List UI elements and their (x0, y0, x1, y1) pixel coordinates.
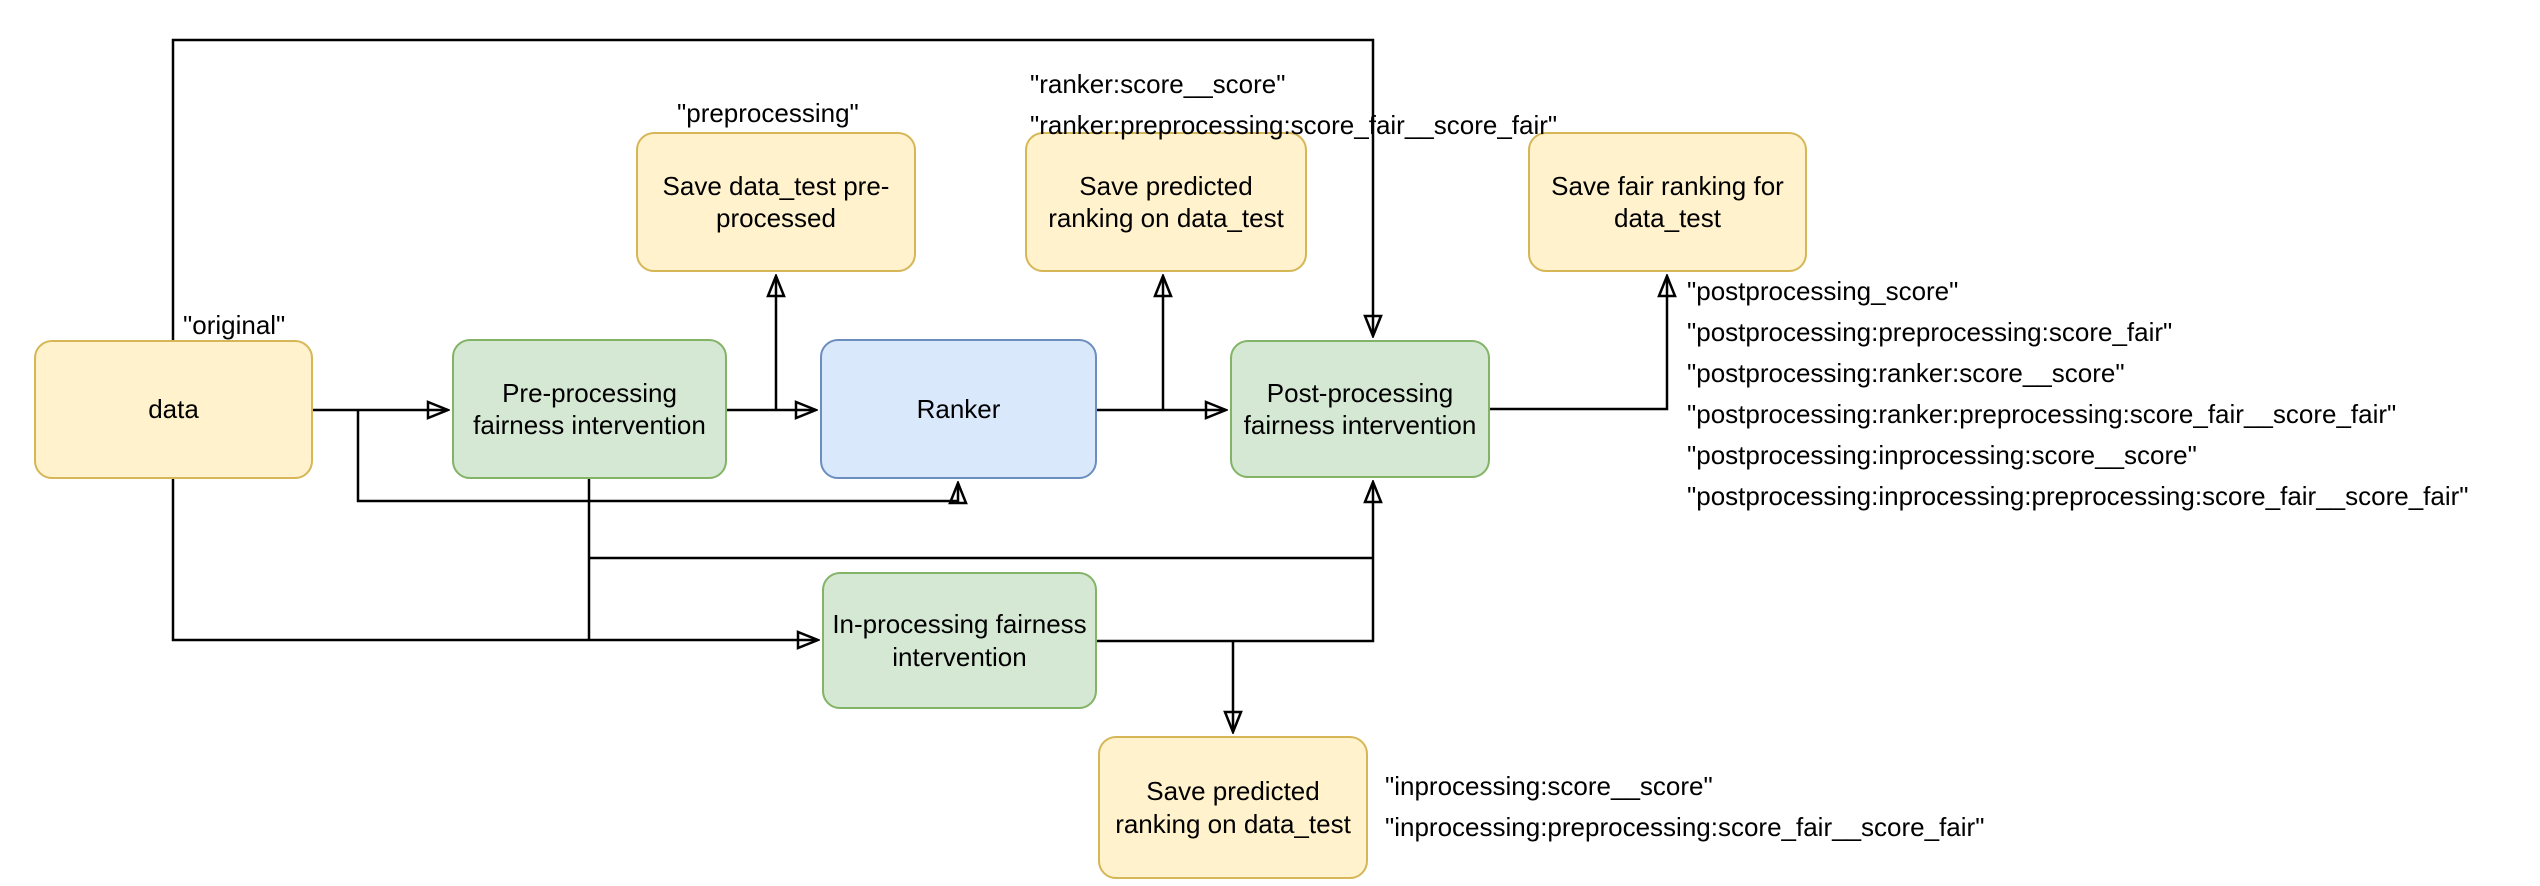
annotation-ranker-tags: "ranker:score__score" "ranker:preprocess… (1030, 64, 1557, 146)
edge-data-to-postprocessing-top (171, 38, 1373, 340)
node-data-label: data (148, 394, 199, 425)
annotation-postprocessing-tag-line: "postprocessing:inprocessing:score__scor… (1687, 440, 2197, 470)
node-save-datatest-preprocessed-label: Save data_test pre- processed (662, 170, 890, 234)
node-preprocessing: Pre-processing fairness intervention (452, 339, 727, 479)
node-save-datatest-preprocessed: Save data_test pre- processed (636, 132, 916, 272)
node-inprocessing-label: In-processing fairness intervention (832, 609, 1087, 672)
annotation-inprocessing-tag-line: "inprocessing:score__score" (1385, 771, 1713, 801)
annotation-postprocessing-tag-line: "postprocessing:preprocessing:score_fair… (1687, 317, 2173, 347)
node-postprocessing-label: Post-processing fairness intervention (1243, 377, 1477, 441)
annotation-original: "original" (183, 310, 286, 340)
node-save-predicted-bottom-label: Save predicted ranking on data_test (1115, 776, 1351, 839)
annotation-ranker-tag-line: "ranker:score__score" (1030, 69, 1286, 99)
annotation-postprocessing-tags: "postprocessing_score" "postprocessing:p… (1687, 271, 2469, 517)
annotation-postprocessing-tag-line: "postprocessing:ranker:score__score" (1687, 358, 2125, 388)
node-save-predicted-top-label: Save predicted ranking on data_test (1048, 170, 1284, 234)
node-ranker: Ranker (820, 339, 1097, 479)
edge-data-to-ranker-bottom (356, 410, 958, 501)
annotation-preprocessing-tag: "preprocessing" (677, 98, 859, 128)
annotation-inprocessing-tag-line: "inprocessing:preprocessing:score_fair__… (1385, 812, 1985, 842)
edge-postprocessing-to-save-fair (1490, 276, 1667, 411)
node-ranker-label: Ranker (916, 393, 1001, 424)
node-preprocessing-label: Pre-processing fairness intervention (473, 377, 706, 441)
edge-data-to-inprocessing (171, 479, 818, 640)
annotation-postprocessing-tag-line: "postprocessing_score" (1687, 276, 1959, 306)
annotation-postprocessing-tag-line: "postprocessing:inprocessing:preprocessi… (1687, 481, 2469, 511)
node-postprocessing: Post-processing fairness intervention (1230, 340, 1490, 478)
node-inprocessing: In-processing fairness intervention (822, 572, 1097, 709)
annotation-inprocessing-tags: "inprocessing:score__score" "inprocessin… (1385, 766, 1984, 848)
annotation-postprocessing-tag-line: "postprocessing:ranker:preprocessing:sco… (1687, 399, 2397, 429)
node-save-predicted-top: Save predicted ranking on data_test (1025, 132, 1307, 272)
node-save-fair-ranking-label: Save fair ranking for data_test (1551, 170, 1784, 234)
annotation-ranker-tag-line: "ranker:preprocessing:score_fair__score_… (1030, 110, 1558, 140)
node-save-predicted-bottom: Save predicted ranking on data_test (1098, 736, 1368, 879)
edge-inprocessing-to-postprocessing-bottom (1097, 482, 1373, 643)
node-data: data (34, 340, 313, 479)
node-save-fair-ranking: Save fair ranking for data_test (1528, 132, 1807, 272)
